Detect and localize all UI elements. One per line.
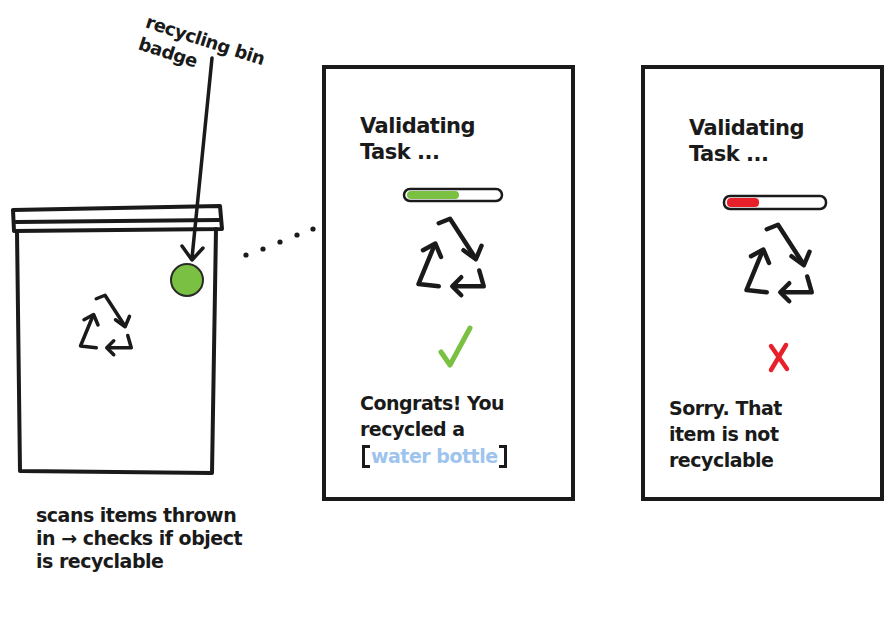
progress-bar — [724, 196, 826, 209]
recycle-symbol — [747, 225, 812, 302]
status-heading: Validating Task ... — [689, 115, 839, 167]
dotted-leader — [243, 226, 315, 257]
screen-panel: Validating Task ... Sorry. That item is n… — [641, 65, 884, 501]
leader-arrow — [182, 58, 212, 260]
badge — [171, 264, 203, 296]
screen-panel: Validating Task ... Congrats! You recycle… — [322, 65, 575, 501]
check-mark — [441, 328, 470, 365]
item-name: water bottle — [362, 443, 507, 469]
recycle-symbol — [419, 219, 484, 296]
cross-mark — [771, 345, 787, 370]
status-heading: Validating Task ... — [360, 113, 510, 165]
note-text: scans items thrown in → checks if object… — [36, 504, 256, 573]
recycle-symbol — [81, 295, 132, 355]
result-message: Sorry. That item is not recyclable — [669, 395, 829, 473]
progress-bar — [404, 189, 502, 201]
callout-label: recycling bin badge — [136, 10, 293, 100]
recycling-bin — [13, 206, 222, 473]
result-message: Congrats! You recycled a — [360, 390, 535, 442]
